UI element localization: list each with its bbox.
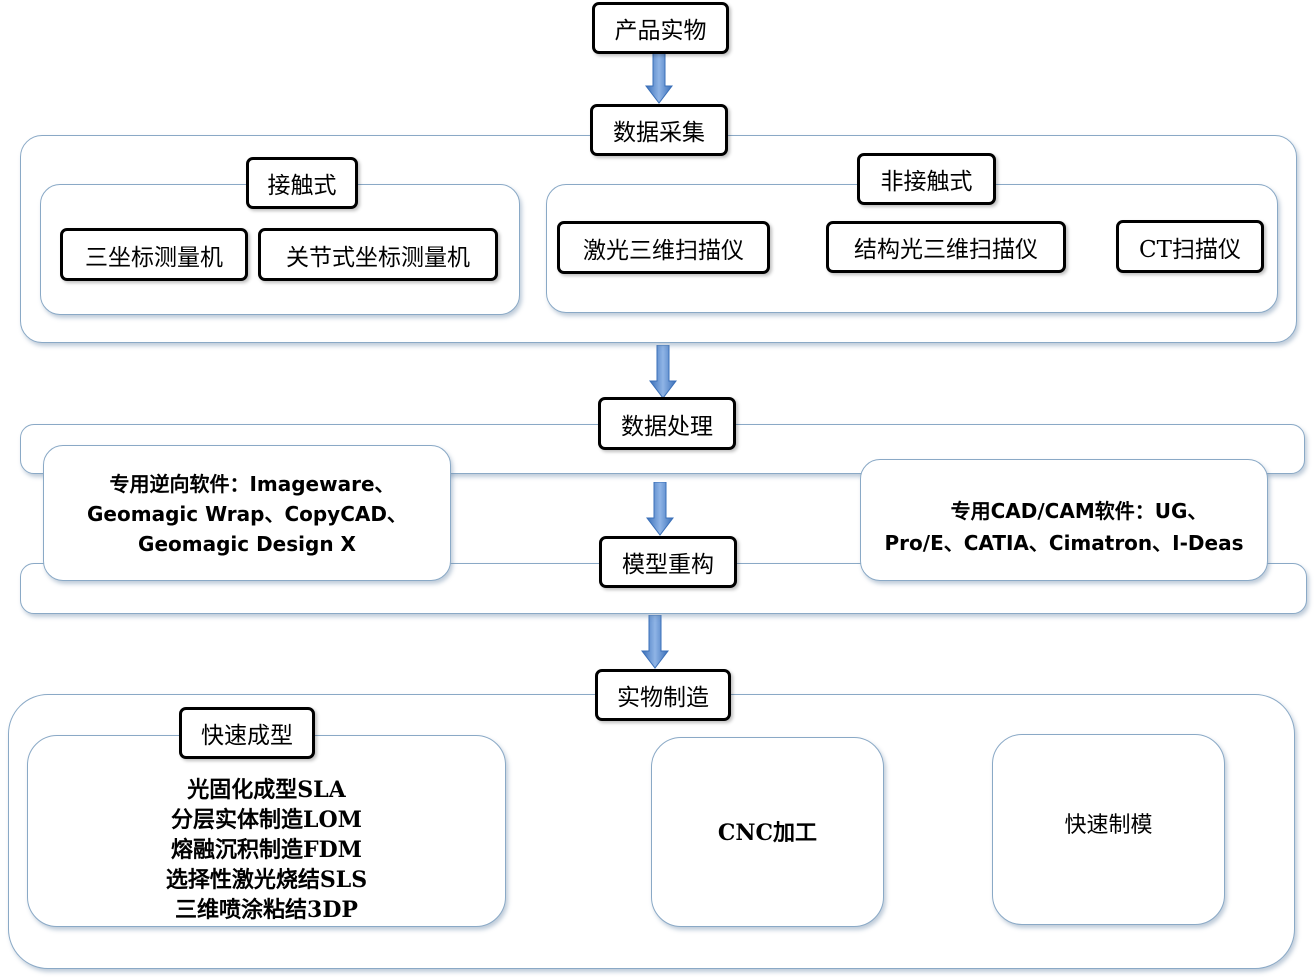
rapid-prototyping-box: 光固化成型SLA 分层实体制造LOM 熔融沉积制造FDM 选择性激光烧结SLS …	[27, 735, 506, 927]
rapid-item-sls: 选择性激光烧结SLS	[165, 867, 368, 893]
rapid-item-fdm: 熔融沉积制造FDM	[170, 837, 363, 863]
noncontact-title: 非接触式	[857, 153, 996, 205]
contact-title: 接触式	[246, 157, 358, 209]
rapid-item-3dp: 三维喷涂粘结3DP	[175, 897, 358, 923]
arrow-acquisition-to-processing	[649, 345, 677, 399]
arrow-reconstruction-to-manufacturing	[641, 615, 669, 669]
cnc-box: CNC加工	[651, 737, 884, 927]
rapid-tooling-box: 快速制模	[992, 734, 1225, 925]
reverse-software-box: 专用逆向软件：Imageware、 Geomagic Wrap、CopyCAD、…	[43, 445, 451, 581]
reverse-software-line-1: 专用逆向软件：Imageware、	[109, 472, 395, 496]
arrow-product-to-acquisition	[645, 50, 673, 104]
reverse-software-line-2: Geomagic Wrap、CopyCAD、	[87, 502, 407, 526]
rapid-item-sla: 光固化成型SLA	[187, 777, 346, 803]
noncontact-item-structured-light-scanner: 结构光三维扫描仪	[826, 221, 1066, 273]
stage-acquisition: 数据采集	[590, 104, 728, 156]
arrow-processing-to-reconstruction	[646, 482, 674, 536]
stage-processing: 数据处理	[598, 397, 736, 450]
stage-manufacturing: 实物制造	[595, 669, 731, 721]
contact-item-cmm: 三坐标测量机	[60, 228, 248, 281]
cadcam-software-line-2: Pro/E、CATIA、Cimatron、I-Deas	[884, 531, 1244, 555]
cadcam-software-line-1: 专用CAD/CAM软件：UG、	[950, 499, 1208, 523]
contact-item-articulated-cmm: 关节式坐标测量机	[258, 228, 498, 281]
rapid-prototyping-title: 快速成型	[179, 707, 315, 759]
stage-reconstruction: 模型重构	[599, 536, 737, 588]
noncontact-item-laser-scanner: 激光三维扫描仪	[557, 221, 770, 274]
reverse-software-line-3: Geomagic Design X	[138, 532, 356, 556]
cadcam-software-box: 专用CAD/CAM软件：UG、 Pro/E、CATIA、Cimatron、I-D…	[860, 459, 1268, 581]
cnc-label: CNC加工	[717, 820, 818, 846]
rapid-tooling-label: 快速制模	[1064, 812, 1153, 838]
rapid-item-lom: 分层实体制造LOM	[171, 807, 362, 833]
noncontact-item-ct-scanner: CT扫描仪	[1116, 220, 1264, 273]
stage-product: 产品实物	[592, 2, 729, 54]
